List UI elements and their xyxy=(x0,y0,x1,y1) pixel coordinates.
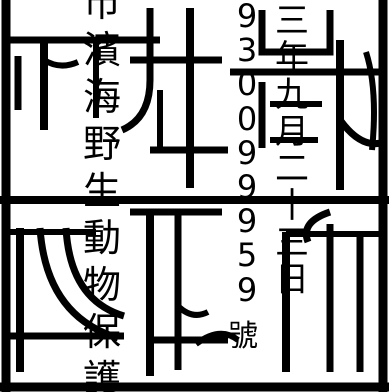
name-char: 生 xyxy=(82,169,121,213)
number-digit: 9 xyxy=(236,202,258,241)
date-char: 二 xyxy=(275,149,309,189)
number-digit: 9 xyxy=(236,167,258,206)
date-char: 日 xyxy=(275,260,309,300)
number-digit: 0 xyxy=(236,65,258,104)
date-char: 月 xyxy=(275,112,309,152)
date-char: 九 xyxy=(275,75,309,115)
number-digit: 0 xyxy=(236,99,258,138)
date-char: 十 xyxy=(275,186,309,226)
name-char: 濱 xyxy=(82,28,121,72)
number-digit: 3 xyxy=(236,31,258,70)
date-char: 三 xyxy=(275,1,309,41)
number-digit: 9 xyxy=(236,133,258,172)
number-suffix: 號 xyxy=(228,319,258,354)
number-digit: 9 xyxy=(236,0,258,35)
name-char: 市 xyxy=(82,0,121,25)
name-char: 護 xyxy=(82,357,121,392)
name-char: 保 xyxy=(82,310,121,354)
name-char: 野 xyxy=(82,122,121,166)
date-char: 三 xyxy=(275,223,309,263)
date-char: 年 xyxy=(275,38,309,78)
number-digit: 9 xyxy=(236,270,258,309)
name-char: 物 xyxy=(82,263,121,307)
name-char: 動 xyxy=(82,216,121,260)
name-char: 海 xyxy=(82,75,121,119)
date-column: 三 年 九 月 二 十 三 日 xyxy=(270,4,314,300)
organization-name-column: 市 濱 海 野 生 動 物 保 護 xyxy=(80,0,124,392)
document-number-column: 9 3 0 0 9 9 9 5 9 xyxy=(232,0,262,308)
number-digit: 5 xyxy=(236,236,258,275)
